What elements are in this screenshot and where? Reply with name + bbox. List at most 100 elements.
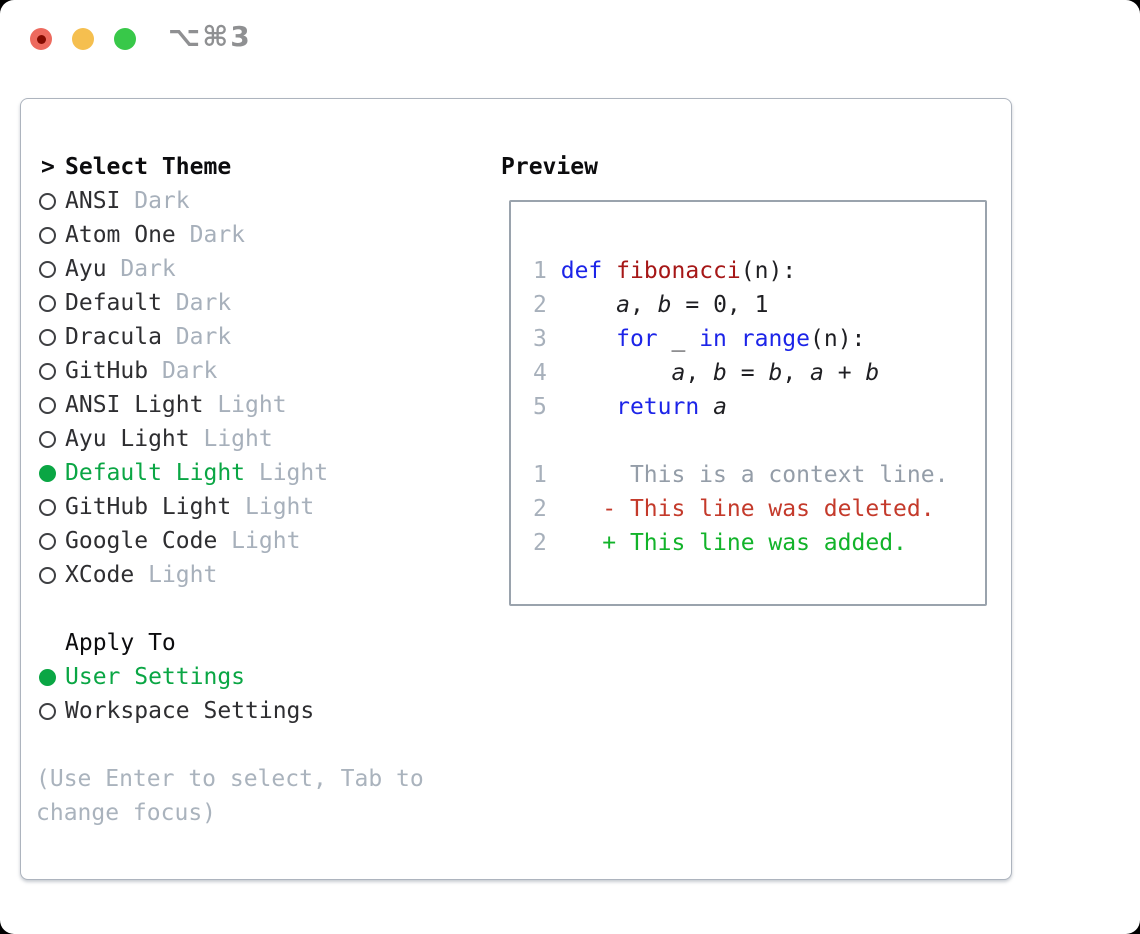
theme-option-default-light[interactable]: Default Light Light <box>21 456 491 490</box>
radio-selected-icon <box>39 464 56 482</box>
radio-unselected-icon <box>39 362 56 380</box>
theme-option-github-light[interactable]: GitHub Light Light <box>21 490 491 524</box>
code-token-var: b <box>865 360 880 386</box>
theme-option-xcode[interactable]: XCode Light <box>21 558 491 592</box>
option-label: User Settings <box>65 664 246 690</box>
code-line: 5 return a <box>533 390 985 424</box>
code-token-pl: _ <box>657 326 700 352</box>
hint-line-1: (Use Enter to select, Tab to <box>36 766 424 792</box>
option-label: Dracula <box>65 324 162 350</box>
code-token-pl <box>547 258 561 284</box>
code-token-pl: (n): <box>810 326 866 352</box>
option-variant-label: Light <box>203 392 287 418</box>
radio-selected-icon <box>39 668 56 686</box>
code-token-ln: 2 <box>533 292 547 318</box>
code-line: 1 This is a context line. <box>533 458 985 492</box>
window-title: ⌥⌘3 <box>168 20 252 53</box>
option-variant-label: Dark <box>161 290 232 316</box>
code-token-pl <box>602 258 616 284</box>
code-token-kw: return <box>616 394 700 420</box>
code-line: 2 a, b = 0, 1 <box>533 288 985 322</box>
code-token-pl: + <box>823 360 866 386</box>
select-theme-header-label: Select Theme <box>65 154 232 180</box>
option-label: Google Code <box>65 528 218 554</box>
radio-unselected-icon <box>39 396 56 414</box>
zoom-button[interactable] <box>114 28 136 50</box>
option-variant-label: Light <box>134 562 218 588</box>
focus-caret-icon: > <box>41 154 55 180</box>
theme-option-ansi[interactable]: ANSI Dark <box>21 184 491 218</box>
option-label: GitHub <box>65 358 149 384</box>
theme-option-default[interactable]: Default Dark <box>21 286 491 320</box>
spacer <box>21 728 491 762</box>
code-token-ln: 1 <box>533 258 547 284</box>
code-token-pl <box>547 360 672 386</box>
preview-header: Preview <box>501 154 598 180</box>
apply-option-workspace-settings[interactable]: Workspace Settings <box>21 694 491 728</box>
radio-unselected-icon <box>39 192 56 210</box>
option-label: Ayu <box>65 256 107 282</box>
option-variant-label: Dark <box>148 358 218 384</box>
theme-option-ayu[interactable]: Ayu Dark <box>21 252 491 286</box>
option-variant-label: Light <box>217 528 301 554</box>
code-token-var: b <box>657 292 672 318</box>
code-token-var: a <box>616 292 630 318</box>
code-token-del: - This line was deleted. <box>602 496 935 522</box>
code-token-var: a <box>713 394 727 420</box>
apply-to-header: Apply To <box>65 630 176 656</box>
code-token-pl <box>547 326 616 352</box>
option-label: Atom One <box>65 222 176 248</box>
code-token-pl <box>547 530 602 556</box>
code-token-pl <box>547 394 616 420</box>
hint-line-2: change focus) <box>36 800 217 826</box>
code-token-var: b <box>713 360 727 386</box>
code-token-ctx: This is a context line. <box>546 462 949 488</box>
option-label: Ayu Light <box>65 426 190 452</box>
option-label: XCode <box>65 562 135 588</box>
code-token-pl: = 0, 1 <box>671 292 769 318</box>
code-token-add: + This line was added. <box>602 530 907 556</box>
theme-option-ansi-light[interactable]: ANSI Light Light <box>21 388 491 422</box>
theme-option-atom-one[interactable]: Atom One Dark <box>21 218 491 252</box>
code-token-pl: = <box>726 360 769 386</box>
code-token-pl <box>727 326 741 352</box>
code-token-ln: 2 <box>533 496 547 522</box>
radio-unselected-icon <box>39 226 56 244</box>
code-token-var: a <box>810 360 824 386</box>
theme-option-ayu-light[interactable]: Ayu Light Light <box>21 422 491 456</box>
code-token-pl: , <box>629 292 658 318</box>
traffic-lights <box>30 28 136 50</box>
code-token-var: a <box>671 360 686 386</box>
option-label: ANSI Light <box>65 392 204 418</box>
code-token-ln: 3 <box>533 326 547 352</box>
option-variant-label: Dark <box>106 256 176 282</box>
theme-option-google-code[interactable]: Google Code Light <box>21 524 491 558</box>
theme-option-github[interactable]: GitHub Dark <box>21 354 491 388</box>
option-variant-label: Light <box>245 460 329 486</box>
code-token-pl: , <box>685 360 714 386</box>
apply-option-user-settings[interactable]: User Settings <box>21 660 491 694</box>
code-line: 1 def fibonacci(n): <box>533 254 985 288</box>
theme-option-dracula[interactable]: Dracula Dark <box>21 320 491 354</box>
radio-unselected-icon <box>39 294 56 312</box>
radio-unselected-icon <box>39 566 56 584</box>
radio-unselected-icon <box>39 532 56 550</box>
titlebar: ⌥⌘3 <box>0 0 1140 98</box>
code-token-ln: 1 <box>533 462 547 488</box>
radio-unselected-icon <box>39 260 56 278</box>
code-token-pl <box>699 394 713 420</box>
radio-unselected-icon <box>39 430 56 448</box>
code-token-pl <box>547 292 616 318</box>
option-label: Workspace Settings <box>65 698 315 724</box>
code-line <box>533 424 985 458</box>
close-button[interactable] <box>30 28 52 50</box>
option-variant-label: Light <box>189 426 273 452</box>
code-token-fn: fibonacci <box>616 258 741 284</box>
minimize-button[interactable] <box>72 28 94 50</box>
close-dot-icon <box>36 34 46 44</box>
